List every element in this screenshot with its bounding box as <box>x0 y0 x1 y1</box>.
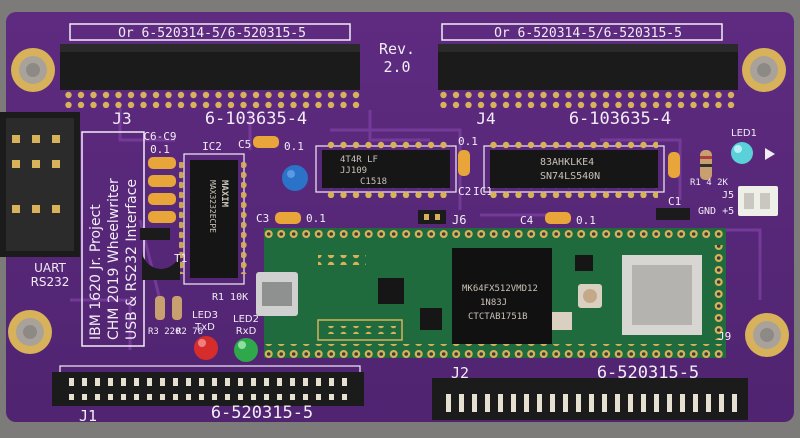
transistor-t1 <box>142 250 180 280</box>
j1-label: J1 <box>79 407 97 425</box>
project-title: IBM 1620 Jr. Project <box>88 204 104 340</box>
cap-c5-value: 0.1 <box>284 140 304 153</box>
ic3-pins-top <box>490 140 658 150</box>
led1-polarity-mark <box>765 148 775 160</box>
teensy-mcu-chip <box>452 248 552 344</box>
j4-alternate-part-label: Or 6-520314-5/6-520315-5 <box>494 26 682 41</box>
ic1-pins-top <box>322 140 450 150</box>
ic2-pins-left <box>179 162 187 274</box>
ic2-chip-brand: MAXIM <box>219 180 229 208</box>
j6-label: J6 <box>452 213 466 227</box>
teensy-chip-line2: 1N83J <box>480 298 507 308</box>
resistor-r1-label: R1 10K <box>212 292 248 303</box>
cap-c6c9-label: C6-C9 <box>143 130 176 143</box>
teensy-chip-line3: CTCTAB1751B <box>468 312 528 322</box>
t1-label: T1 <box>174 252 187 265</box>
led2-rxd-label: RxD <box>236 326 257 337</box>
project-interface: USB & RS232 Interface <box>124 179 140 340</box>
resistor-r3 <box>155 296 165 320</box>
ic1-pins-bottom <box>322 188 450 198</box>
resistor-r2 <box>172 296 182 320</box>
mounting-holes <box>8 48 789 357</box>
led1-label: LED1 <box>731 128 757 139</box>
gnd-plus5-label: GND +5 <box>698 206 734 217</box>
uart-label: UART <box>34 261 66 275</box>
ic3-chip-line1: 83AHKLKE4 <box>540 157 594 168</box>
j3-part-label: 6-103635-4 <box>205 109 307 129</box>
resistor-r3-label: R3 220 <box>148 327 181 337</box>
capacitor-c3 <box>275 212 301 224</box>
jumper-c1 <box>656 208 690 220</box>
cap-c3-value: 0.1 <box>306 212 326 225</box>
j3-label: J3 <box>112 109 131 128</box>
j4-label: J4 <box>476 109 495 128</box>
cap-c1-label: C1 <box>668 195 681 208</box>
j2-label: J2 <box>451 364 469 382</box>
ic2-pins-right <box>241 162 249 274</box>
cap-c6c9-value: 0.1 <box>150 143 170 156</box>
connector-j4 <box>438 23 738 108</box>
ic1-label: IC1 <box>473 185 493 198</box>
j2-part-label: 6-520315-5 <box>597 363 699 383</box>
ic1-chip-line3: C1518 <box>360 177 387 187</box>
capacitor-c2 <box>458 150 470 176</box>
capacitors-c6-c9 <box>148 157 176 223</box>
resistor-r2-label: R2 76 <box>176 327 203 337</box>
transistor-t1-pad <box>140 228 170 240</box>
cap-c4-label: C4 <box>520 214 534 227</box>
j4-part-label: 6-103635-4 <box>569 109 671 129</box>
jumper-j6 <box>418 210 446 224</box>
revision-number: 2.0 <box>383 58 410 76</box>
ic3-chip <box>490 150 658 188</box>
ic1-chip-line2: JJ109 <box>340 166 367 176</box>
ic2-label: IC2 <box>202 140 222 153</box>
led2-rxd <box>234 338 258 362</box>
capacitor-blue <box>282 165 308 191</box>
ic1-chip <box>322 150 450 188</box>
connector-j3 <box>60 23 360 108</box>
ic1-chip-line1: 4T4R LF <box>340 155 378 165</box>
led3-txd-label: TxD <box>194 322 215 333</box>
cap-c4-value: 0.1 <box>576 214 596 227</box>
capacitor-c1 <box>668 152 680 178</box>
led3-label: LED3 <box>192 310 218 321</box>
led3-txd <box>194 336 218 360</box>
j5-label: J5 <box>722 190 734 201</box>
ic2-chip-part: MAX3232ECPE <box>208 180 217 233</box>
cap-c2-label: C2 <box>458 185 471 198</box>
resistor-r4-label: R1 4 2K <box>690 178 729 188</box>
ic3-pins-bottom <box>490 188 658 198</box>
connector-j2 <box>432 378 748 420</box>
project-subtitle: CHM 2019 Wheelwriter <box>106 178 122 340</box>
j9-label: J9 <box>718 330 731 343</box>
ic2-chip <box>190 160 238 278</box>
capacitor-c5 <box>253 136 279 148</box>
cap-c5-label: C5 <box>238 138 251 151</box>
cap-c2-value: 0.1 <box>458 135 478 148</box>
revision-label: Rev. <box>379 40 415 58</box>
j1-part-label: 6-520315-5 <box>211 403 313 423</box>
rs232-label: RS232 <box>31 275 70 289</box>
capacitor-c4 <box>545 212 571 224</box>
connector-j1 <box>52 365 364 406</box>
j3-alternate-part-label: Or 6-520314-5/6-520315-5 <box>118 26 306 41</box>
ic3-chip-line2: SN74LS540N <box>540 171 600 182</box>
uart-header <box>0 112 80 257</box>
led2-label: LED2 <box>233 314 259 325</box>
led1 <box>731 142 753 164</box>
cap-c3-label: C3 <box>256 212 269 225</box>
teensy-chip-line1: MK64FX512VMD12 <box>462 284 538 294</box>
